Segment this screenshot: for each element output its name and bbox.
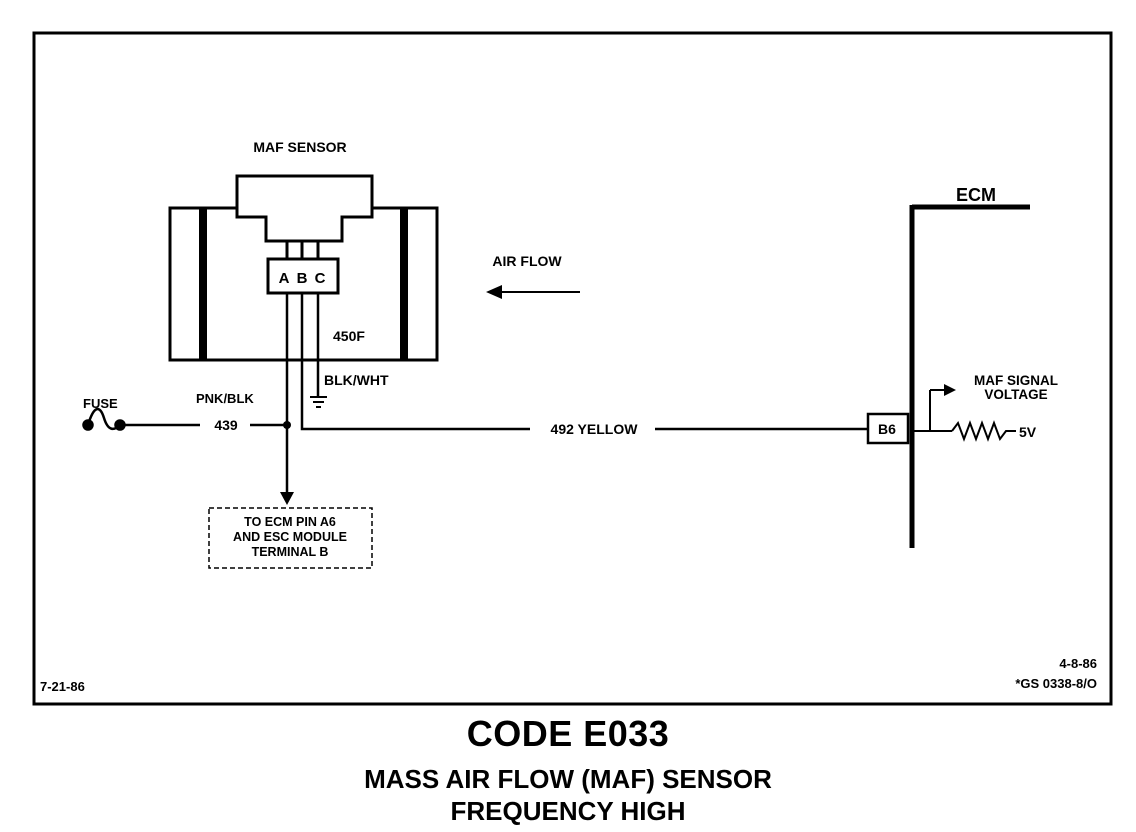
signal-wire-label: 492 YELLOW [551, 421, 639, 437]
ground-circuit-label: 450F [333, 328, 365, 344]
date-right: 4-8-86 [1059, 656, 1097, 671]
wiring-diagram: MAF SENSOR A B C AIR FLOW 450F BLK/WHT F… [32, 31, 1113, 706]
maf-signal-label-2: VOLTAGE [984, 387, 1047, 402]
diagram-border [32, 31, 1113, 706]
power-color-label: PNK/BLK [196, 391, 254, 406]
ecm-outline [909, 204, 1030, 548]
supply-voltage-label: 5V [1019, 424, 1037, 440]
air-flow-arrow [486, 285, 580, 299]
maf-pin-c-label: C [315, 270, 326, 287]
note-box-line-3: TERMINAL B [252, 545, 329, 559]
maf-signal-label-1: MAF SIGNAL [974, 373, 1058, 388]
maf-sensor-title: MAF SENSOR [253, 139, 346, 155]
ground-icon [310, 396, 327, 408]
fuse-icon [82, 407, 126, 431]
maf-connector [266, 257, 340, 295]
reference-number: *GS 0338-8/O [1015, 676, 1097, 691]
caption-line-1: MASS AIR FLOW (MAF) SENSOR [364, 764, 772, 794]
maf-signal-arrow-icon [944, 384, 956, 396]
date-left: 7-21-86 [40, 679, 85, 694]
caption-line-2: FREQUENCY HIGH [450, 796, 686, 826]
ecm-pin-label: B6 [878, 421, 896, 437]
air-flow-label: AIR FLOW [492, 253, 562, 269]
power-circuit-label: 439 [214, 417, 238, 433]
note-box-line-1: TO ECM PIN A6 [244, 515, 336, 529]
arrow-to-note-box [280, 492, 294, 505]
ground-color-label: BLK/WHT [324, 372, 389, 388]
ecm-internal-circuit [914, 389, 952, 432]
fuse-label: FUSE [83, 396, 118, 411]
maf-sensor [168, 174, 439, 362]
ecm-label: ECM [956, 185, 996, 205]
maf-pin-b-label: B [297, 270, 308, 287]
maf-sensor-electronics-head [235, 174, 374, 243]
wire-pin-b-signal [300, 293, 530, 431]
resistor-icon [951, 420, 1016, 442]
maf-wires [285, 293, 868, 494]
code-title: CODE E033 [466, 713, 670, 754]
maf-pin-a-label: A [279, 270, 290, 287]
note-box [208, 507, 373, 569]
note-box-line-2: AND ESC MODULE [233, 530, 347, 544]
ecm-pin-b6 [866, 412, 910, 445]
